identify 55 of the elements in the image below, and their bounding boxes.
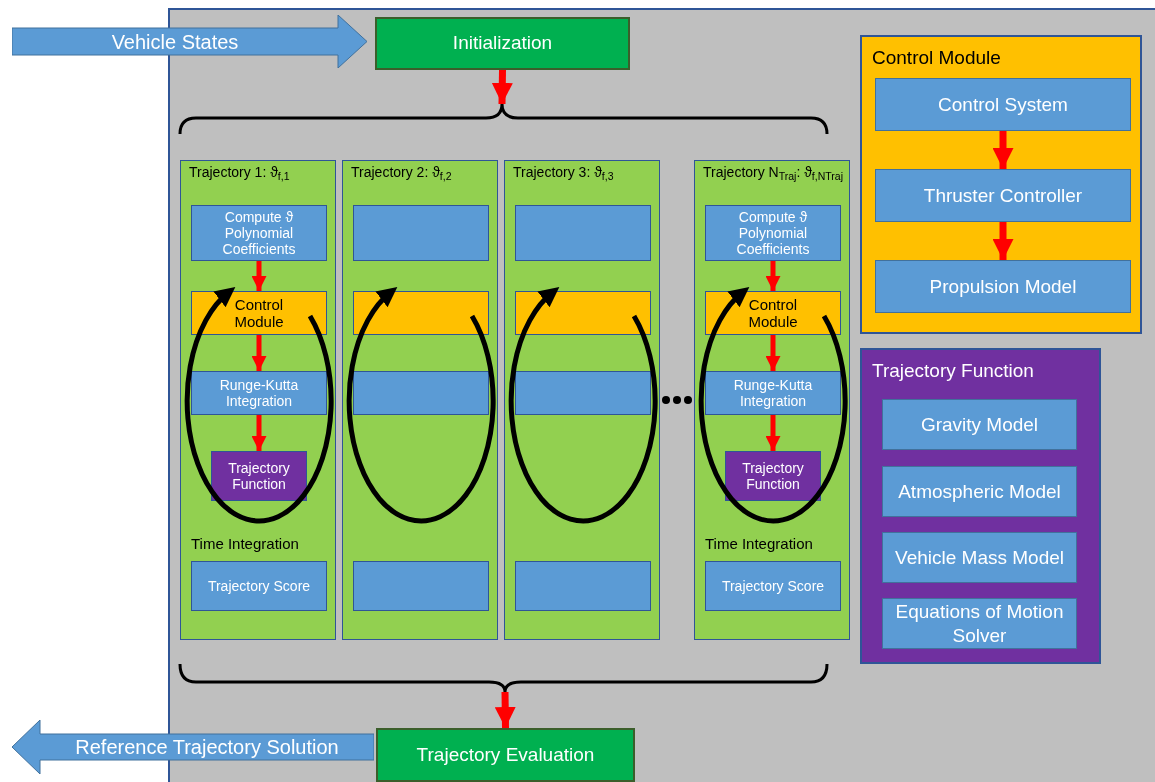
arrow xyxy=(765,261,781,291)
panel-title: Trajectory 1: ϑ$_{f,1}$ xyxy=(189,164,291,181)
process-box: Runge-Kutta Integration xyxy=(705,371,841,415)
process-box: Runge-Kutta Integration xyxy=(191,371,327,415)
trajectory-card xyxy=(180,160,336,640)
trajectory-card xyxy=(504,160,660,640)
process-box xyxy=(353,371,489,415)
process-box: Initialization xyxy=(375,17,630,70)
trajectory-card xyxy=(694,160,850,640)
panel-title: Trajectory N$_{Traj}$: ϑ$_{f,NTraj}$ xyxy=(703,164,844,181)
process-box: Trajectory Score xyxy=(191,561,327,611)
module-panel xyxy=(860,348,1101,664)
arrow xyxy=(992,131,1014,169)
process-box: Trajectory Function xyxy=(211,451,307,501)
panel-title: Trajectory 3: ϑ$_{f,3}$ xyxy=(513,164,615,181)
process-box: Compute ϑ Polynomial Coefficients xyxy=(191,205,327,261)
process-box: Thruster Controller xyxy=(875,169,1131,222)
process-box xyxy=(515,561,651,611)
process-box xyxy=(515,205,651,261)
process-box xyxy=(353,561,489,611)
arrow xyxy=(251,335,267,371)
stage-label: Time Integration xyxy=(705,535,813,553)
process-box: Gravity Model xyxy=(882,399,1077,450)
process-box: Control System xyxy=(875,78,1131,131)
panel-title: Trajectory Function xyxy=(872,359,1034,383)
process-box: Control Module xyxy=(705,291,841,335)
process-box xyxy=(515,371,651,415)
arrow xyxy=(992,222,1014,260)
process-box: Vehicle Mass Model xyxy=(882,532,1077,583)
process-box: Trajectory Function xyxy=(725,451,821,501)
panel-title: Control Module xyxy=(872,46,1001,70)
process-box xyxy=(353,291,489,335)
process-box: Compute ϑ Polynomial Coefficients xyxy=(705,205,841,261)
arrow xyxy=(494,691,516,729)
process-box xyxy=(515,291,651,335)
arrow xyxy=(765,335,781,371)
arrow-label: Reference Trajectory Solution xyxy=(74,735,340,760)
block-arrow xyxy=(12,15,367,68)
arrow xyxy=(765,415,781,451)
arrow xyxy=(251,415,267,451)
process-box: Propulsion Model xyxy=(875,260,1131,313)
process-box: Trajectory Score xyxy=(705,561,841,611)
arrow-label: Vehicle States xyxy=(110,29,240,55)
block-arrow xyxy=(12,720,374,774)
process-box: Equations of Motion Solver xyxy=(882,598,1077,649)
trajectory-card xyxy=(342,160,498,640)
panel-title: Trajectory 2: ϑ$_{f,2}$ xyxy=(351,164,453,181)
process-box: Atmospheric Model xyxy=(882,466,1077,517)
module-panel xyxy=(860,35,1142,334)
stage-label: Time Integration xyxy=(191,535,299,553)
process-box: Control Module xyxy=(191,291,327,335)
process-box: Trajectory Evaluation xyxy=(376,728,635,782)
arrow xyxy=(491,69,513,105)
process-box xyxy=(353,205,489,261)
arrow xyxy=(251,261,267,291)
